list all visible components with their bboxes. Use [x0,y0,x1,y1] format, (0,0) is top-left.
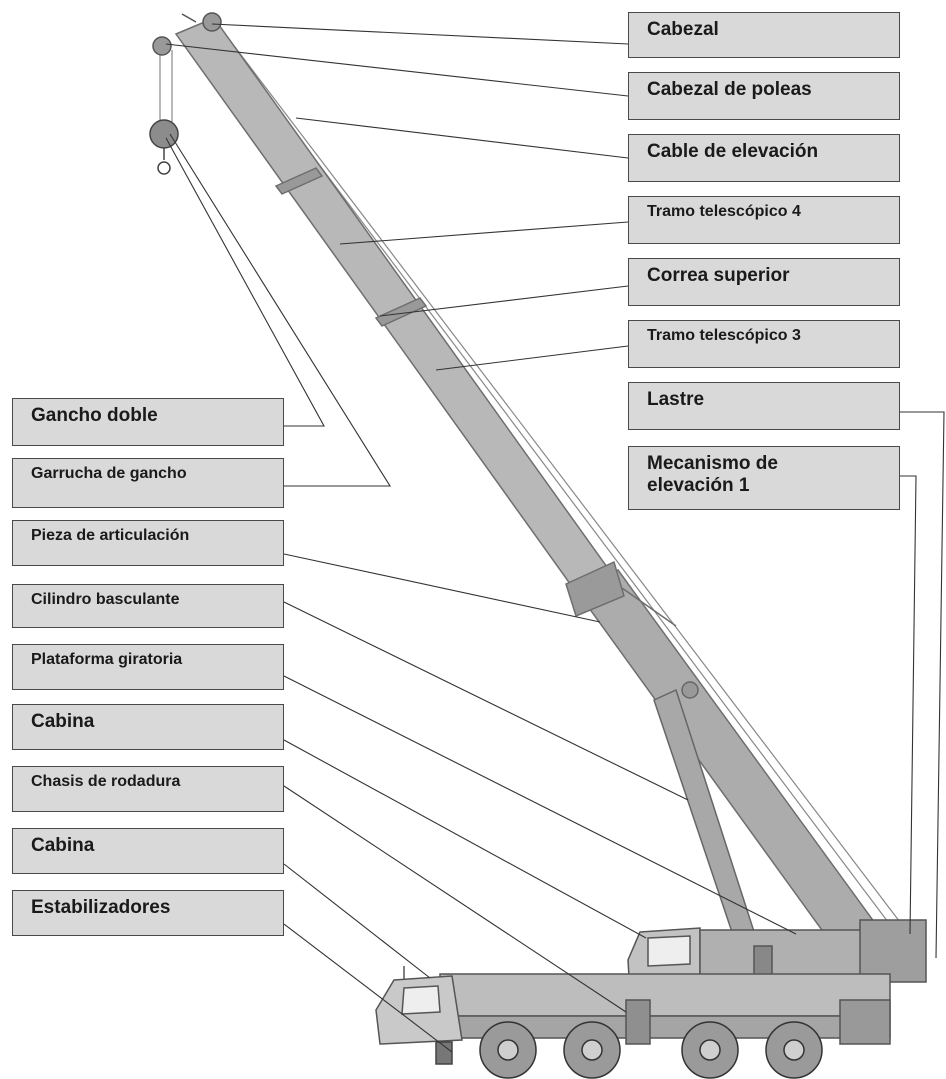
label-estabilizadores: Estabilizadores [12,890,284,936]
label-cabezal-de-poleas: Cabezal de poleas [628,72,900,120]
boom-head [152,12,222,56]
hook-block [149,119,179,175]
telescopic-boom [174,17,882,945]
label-tramo-telescopico-4: Tramo telescópico 4 [628,196,900,244]
label-garrucha-de-gancho: Garrucha de gancho [12,458,284,508]
label-mecanismo-de-elevacion-1: Mecanismo de elevación 1 [628,446,900,510]
label-gancho-doble: Gancho doble [12,398,284,446]
label-chasis-de-rodadura: Chasis de rodadura [12,766,284,812]
label-cilindro-basculante: Cilindro basculante [12,584,284,628]
label-plataforma-giratoria: Plataforma giratoria [12,644,284,690]
label-tramo-telescopico-3: Tramo telescópico 3 [628,320,900,368]
leader-lines [165,23,945,1053]
label-cable-de-elevacion: Cable de elevación [628,134,900,182]
label-pieza-de-articulacion: Pieza de articulación [12,520,284,566]
label-cabina-2: Cabina [12,828,284,874]
outrigger [435,1041,453,1065]
label-cabina-1: Cabina [12,704,284,750]
label-correa-superior: Correa superior [628,258,900,306]
label-lastre: Lastre [628,382,900,430]
wheels [479,1021,823,1079]
carrier-chassis [375,966,891,1045]
label-cabezal: Cabezal [628,12,900,58]
